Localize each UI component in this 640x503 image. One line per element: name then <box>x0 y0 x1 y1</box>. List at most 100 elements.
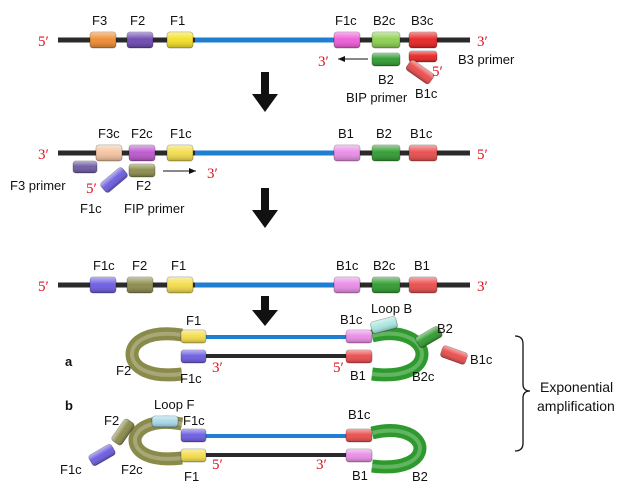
row1-label-F1c: F1c <box>335 13 357 28</box>
bip-B1c-label: B1c <box>415 86 438 101</box>
structure-a-B1c-label: B1c <box>340 312 363 327</box>
row2-segment-B2 <box>371 144 401 162</box>
structure-b-loopF <box>151 415 179 428</box>
row3-segment-F1 <box>166 276 194 294</box>
row2-3prime-left: 3′ <box>38 147 49 163</box>
structure-a-B2-label: B2 <box>437 321 453 336</box>
row2-segment-F2c <box>128 144 156 162</box>
structure-b-F2-primer <box>111 418 135 446</box>
structure-a-B2c-label: B2c <box>412 369 435 384</box>
b3-primer-segment <box>408 50 438 63</box>
row2-segment-B1 <box>333 144 361 162</box>
row1-3prime-right: 3′ <box>477 34 488 50</box>
row3-segment-F2 <box>126 276 154 294</box>
structure-a: a F1 F2 F1c 3′ B1c Loop B B2 B1c 5′ B1 B… <box>65 301 493 386</box>
structure-b: b Loop F F2 F1c F1c F2c F1 5′ B1c 3′ B1 … <box>60 397 428 484</box>
structure-b-5prime: 5′ <box>212 457 223 473</box>
structure-b-F1c-label: F1c <box>183 413 205 428</box>
fip-3prime: 3′ <box>207 166 218 182</box>
row1-5prime-left: 5′ <box>38 34 49 50</box>
bip-5prime: 5′ <box>432 64 443 80</box>
structure-a-B1 <box>345 349 373 364</box>
row1-segment-F2 <box>126 31 154 49</box>
f3-primer-segment <box>72 160 98 174</box>
row1-segment-B3c <box>408 31 438 49</box>
structure-a-F1 <box>180 329 207 344</box>
structure-b-B1-label: B1 <box>352 468 368 483</box>
structure-a-5prime: 5′ <box>333 360 344 376</box>
structure-a-left-loop <box>125 327 183 382</box>
row1-segment-F1 <box>166 31 194 49</box>
structure-a-tag: a <box>65 354 73 369</box>
row2-label-B1: B1 <box>338 126 354 141</box>
row1-label-F3: F3 <box>92 13 107 28</box>
exponential-bracket <box>514 335 531 452</box>
structure-b-F1c-primer <box>88 444 116 466</box>
structure-a-loopB-label: Loop B <box>371 301 412 316</box>
row2-segment-F3c <box>95 144 123 162</box>
down-arrow-1 <box>252 72 278 112</box>
structure-b-B1 <box>345 448 373 463</box>
row1-segment-F3 <box>89 31 117 49</box>
row3-5prime-left: 5′ <box>38 279 49 295</box>
row3-label-B1: B1 <box>414 258 430 273</box>
b3-primer-label: B3 primer <box>458 52 515 67</box>
row1-label-F1: F1 <box>170 13 185 28</box>
structure-a-F1c-label: F1c <box>180 371 202 386</box>
structure-b-F2c-label: F2c <box>121 462 143 477</box>
row3-segment-F1c <box>89 276 117 294</box>
row3-label-F1c: F1c <box>93 258 115 273</box>
row3-segment-B1 <box>408 276 438 294</box>
structure-b-B1c <box>345 428 373 443</box>
row1-label-F2: F2 <box>130 13 145 28</box>
row3-label-F1: F1 <box>171 258 186 273</box>
row3-label-B1c: B1c <box>336 258 359 273</box>
row2-segment-F1c <box>166 144 194 162</box>
row3-template: 5′ 3′ F1c F2 F1 B1c B2c B1 <box>38 258 488 295</box>
row2-template: 3′ 5′ F3c F2c F1c B1 B2 B1c F3 primer 3′… <box>10 126 488 216</box>
structure-a-B2-primer <box>415 326 443 348</box>
bip-B2-label: B2 <box>378 72 394 87</box>
row3-label-F2: F2 <box>132 258 147 273</box>
down-arrow-3 <box>252 296 278 326</box>
fip-F1c-segment <box>100 167 128 193</box>
row1-label-B3c: B3c <box>411 13 434 28</box>
exponential-label-line1: Exponential <box>540 379 613 395</box>
structure-a-F1c <box>180 349 207 364</box>
row3-segment-B2c <box>371 276 401 294</box>
row2-label-F1c: F1c <box>170 126 192 141</box>
exponential-label-line2: amplification <box>537 398 615 414</box>
f3-primer-label: F3 primer <box>10 178 66 193</box>
fip-F2-label: F2 <box>136 178 151 193</box>
fip-F2-segment <box>128 163 156 178</box>
structure-a-B1c-primer-label: B1c <box>470 352 493 367</box>
structure-b-B2-label: B2 <box>412 469 428 484</box>
structure-a-F2-label: F2 <box>116 363 131 378</box>
row1-label-B2c: B2c <box>373 13 396 28</box>
fip-primer-label: FIP primer <box>124 201 185 216</box>
structure-a-loopB <box>370 316 398 334</box>
structure-b-B1c-label: B1c <box>348 407 371 422</box>
row3-3prime-right: 3′ <box>477 279 488 295</box>
row1-template: 5′ 3′ F3 F2 F1 F1c B2c B3c B3 primer 3′ … <box>38 13 515 105</box>
structure-a-B1c <box>345 329 373 344</box>
fip-F1c-label: F1c <box>80 201 102 216</box>
structure-b-F1-label: F1 <box>184 469 199 484</box>
down-arrow-2 <box>252 188 278 228</box>
row1-segment-F1c <box>333 31 361 49</box>
row3-segment-B1c <box>333 276 361 294</box>
structure-b-3prime: 3′ <box>316 457 327 473</box>
structure-a-right-loop <box>370 327 429 382</box>
row2-segment-B1c <box>408 144 438 162</box>
structure-a-B1-label: B1 <box>350 368 366 383</box>
row2-5prime-right: 5′ <box>477 147 488 163</box>
row3-label-B2c: B2c <box>373 258 396 273</box>
bip-B2-segment <box>371 52 401 67</box>
row1-segment-B2c <box>371 31 401 49</box>
row2-label-B2: B2 <box>376 126 392 141</box>
structure-b-F2-label: F2 <box>104 413 119 428</box>
fip-5prime: 5′ <box>86 181 97 197</box>
structure-b-F1 <box>180 448 207 463</box>
